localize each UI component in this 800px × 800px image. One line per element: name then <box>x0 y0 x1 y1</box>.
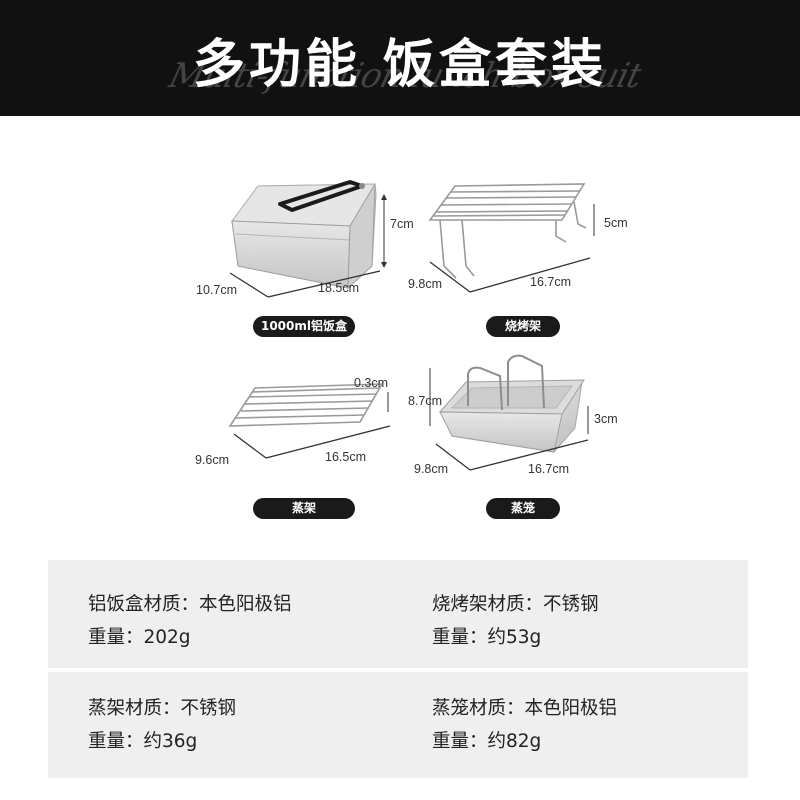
grill-rack-length-label: 16.7cm <box>530 275 571 289</box>
steam-rack-material: 蒸架材质：不锈钢 <box>88 698 237 719</box>
grill-rack-image <box>428 183 595 293</box>
header-banner: Multi-function lunch box suit 多功能 饭盒套装 <box>0 0 800 116</box>
steamer-length-label: 16.7cm <box>528 462 569 476</box>
page-title: 多功能 饭盒套装 <box>192 35 608 95</box>
steam-rack-width-label: 9.6cm <box>195 453 229 467</box>
lunch-box-length-label: 18.5cm <box>318 281 359 295</box>
steamer-width-label: 9.8cm <box>414 462 448 476</box>
steam-rack-weight: 重量：约36g <box>88 731 198 752</box>
steamer-tray-image <box>429 354 589 471</box>
product-illustrations: 7cm 10.7cm 18.5cm 5cm 9.8cm 16.7cm 0.3cm <box>195 180 628 476</box>
grill-rack-height-label: 5cm <box>604 216 628 230</box>
steamer-material: 蒸笼材质：本色阳极铝 <box>432 698 618 719</box>
lunch-box-label: 1000ml铝饭盒 <box>253 316 355 337</box>
steam-rack-image <box>228 383 391 459</box>
steam-rack-length-label: 16.5cm <box>325 450 366 464</box>
steamer-weight: 重量：约82g <box>432 731 542 752</box>
grill-rack-width-label: 9.8cm <box>408 277 442 291</box>
grill-rack-weight: 重量：约53g <box>432 627 542 648</box>
lunch-box-image <box>229 180 387 298</box>
steam-rack-height-label: 0.3cm <box>354 376 388 390</box>
lunch-box-weight: 重量：202g <box>88 627 191 648</box>
grill-rack-material: 烧烤架材质：不锈钢 <box>432 594 599 615</box>
spec-panel-bottom: 蒸架材质：不锈钢 重量：约36g 蒸笼材质：本色阳极铝 重量：约82g <box>48 672 748 778</box>
lunch-box-height-label: 7cm <box>390 217 414 231</box>
steamer-label: 蒸笼 <box>486 498 560 519</box>
lunch-box-width-label: 10.7cm <box>196 283 237 297</box>
steamer-depth-label: 3cm <box>594 412 618 426</box>
spec-panel-top: 铝饭盒材质：本色阳极铝 重量：202g 烧烤架材质：不锈钢 重量：约53g <box>48 560 748 668</box>
lunch-box-material: 铝饭盒材质：本色阳极铝 <box>88 594 292 615</box>
steam-rack-label: 蒸架 <box>253 498 355 519</box>
steamer-height-label: 8.7cm <box>408 394 442 408</box>
grill-rack-label: 烧烤架 <box>486 316 560 337</box>
